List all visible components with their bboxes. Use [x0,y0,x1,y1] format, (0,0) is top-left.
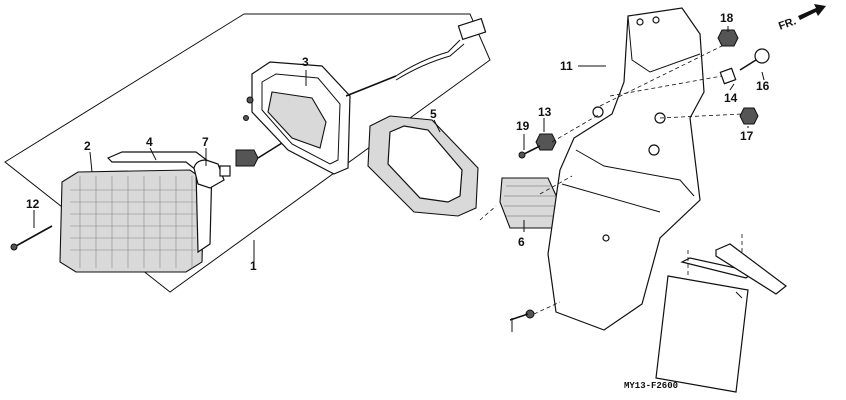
front-direction-arrow: FR. [777,4,826,33]
leader-lines [33,26,765,332]
lens-screw [10,225,53,251]
callout-11: 11 [560,59,573,73]
callout-1: 1 [250,259,257,273]
collar-14 [719,67,737,85]
alignment-lines [479,43,743,315]
callout-14: 14 [724,91,738,105]
callout-5: 5 [430,107,437,121]
diagram-code: MY13-F2600 [624,381,678,391]
callout-4: 4 [146,135,153,149]
bulb [193,159,231,189]
nut-13 [535,133,557,151]
direction-label: FR. [777,15,798,32]
reflector [499,177,561,229]
taillight-housing [243,17,487,175]
assembly-outline [4,13,491,293]
license-light-gasket [367,115,479,217]
callout-18: 18 [720,11,734,25]
mud-flap [655,243,787,393]
nut-17 [739,107,759,125]
rear-fender [547,7,705,331]
bolt-16 [739,48,770,71]
bolt-lower [509,309,535,321]
callout-19: 19 [516,119,530,133]
bolt-19 [518,145,541,159]
callout-17: 17 [740,129,754,143]
callout-labels: 1 2 3 4 5 6 7 11 12 13 14 16 17 18 19 [26,11,770,273]
taillight-lens [59,169,205,273]
callout-3: 3 [302,55,309,69]
callout-6: 6 [518,235,525,249]
callout-13: 13 [538,105,552,119]
callout-12: 12 [26,197,40,211]
bolt-18 [717,29,739,47]
callout-2: 2 [84,139,91,153]
callout-16: 16 [756,79,770,93]
callout-7: 7 [202,135,209,149]
